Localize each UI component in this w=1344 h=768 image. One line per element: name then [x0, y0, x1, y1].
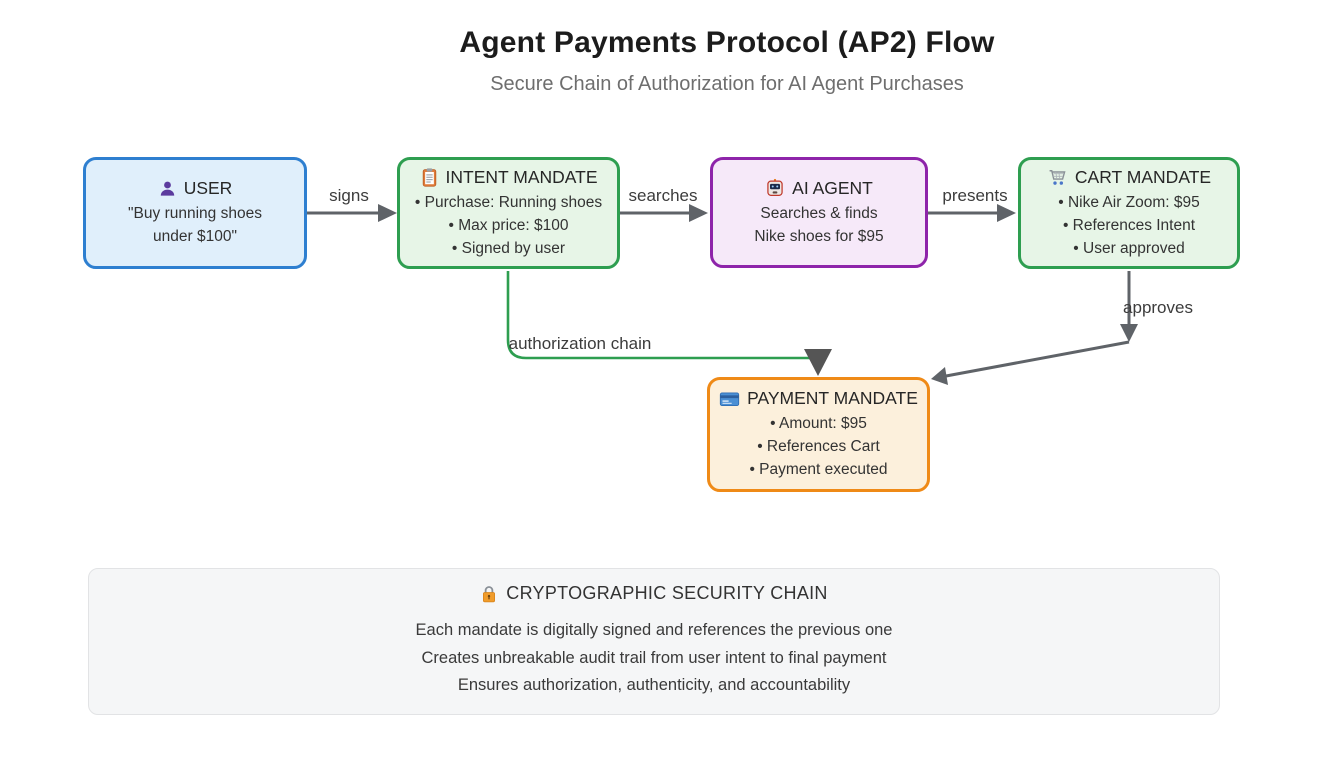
clipboard-icon	[420, 167, 439, 188]
arrowhead-cart-down	[1120, 324, 1138, 342]
node-intent-title: INTENT MANDATE	[445, 166, 598, 187]
node-agent-line-2: Nike shoes for $95	[754, 227, 884, 245]
node-intent-line-1: • Purchase: Running shoes	[414, 193, 603, 211]
security-panel: CRYPTOGRAPHIC SECURITY CHAIN Each mandat…	[88, 568, 1220, 715]
security-panel-title: CRYPTOGRAPHIC SECURITY CHAIN	[506, 583, 828, 604]
lock-icon	[480, 584, 498, 604]
node-ai-agent: AI AGENT Searches & finds Nike shoes for…	[710, 157, 928, 268]
arrow-cart-to-payment	[945, 340, 1130, 378]
node-intent-line-2: • Max price: $100	[448, 216, 569, 234]
node-payment-line-2: • References Cart	[757, 438, 880, 455]
security-line-3: Ensures authorization, authenticity, and…	[457, 676, 851, 695]
edge-label-presents: presents	[942, 186, 1008, 205]
node-payment-line-3: • Payment executed	[749, 461, 888, 478]
node-cart-header: CART MANDATE	[1047, 167, 1211, 188]
node-user-header: USER	[158, 178, 233, 199]
page-subtitle: Secure Chain of Authorization for AI Age…	[490, 73, 964, 95]
node-intent-line-3: • Signed by user	[451, 239, 566, 257]
robot-icon	[765, 178, 785, 198]
node-cart-line-2: • References Intent	[1062, 216, 1196, 234]
node-agent-header: AI AGENT	[765, 178, 873, 199]
page-title: Agent Payments Protocol (AP2) Flow	[459, 26, 995, 59]
node-intent-header: INTENT MANDATE	[420, 167, 598, 188]
edge-label-searches: searches	[628, 186, 698, 205]
arrowhead-intent-to-agent	[689, 204, 708, 222]
cart-icon	[1047, 167, 1068, 187]
security-panel-header: CRYPTOGRAPHIC SECURITY CHAIN	[480, 583, 827, 604]
arrowhead-cart-to-payment	[931, 367, 948, 385]
arrowhead-user-to-intent	[378, 204, 397, 222]
node-cart-line-3: • User approved	[1073, 239, 1185, 257]
node-cart-mandate: CART MANDATE • Nike Air Zoom: $95 • Refe…	[1018, 157, 1240, 269]
node-user-line-1: "Buy running shoes	[128, 205, 262, 222]
edge-label-signs: signs	[329, 186, 369, 205]
node-agent-title: AI AGENT	[792, 177, 873, 198]
node-intent-mandate: INTENT MANDATE • Purchase: Running shoes…	[397, 157, 620, 269]
node-cart-title: CART MANDATE	[1074, 166, 1212, 187]
node-user-line-2: under $100"	[153, 228, 237, 245]
node-payment-mandate: PAYMENT MANDATE • Amount: $95 • Referenc…	[707, 377, 930, 492]
security-line-2: Creates unbreakable audit trail from use…	[421, 648, 887, 667]
arrowhead-authorization-chain	[804, 349, 832, 376]
node-payment-line-1: • Amount: $95	[770, 415, 867, 432]
user-icon	[158, 179, 177, 198]
node-payment-title: PAYMENT MANDATE	[747, 388, 918, 408]
node-cart-line-1: • Nike Air Zoom: $95	[1058, 193, 1200, 211]
edge-label-approves: approves	[1123, 298, 1193, 317]
node-user-title: USER	[183, 178, 233, 198]
security-line-1: Each mandate is digitally signed and ref…	[415, 621, 893, 640]
node-user: USER "Buy running shoes under $100"	[83, 157, 307, 269]
node-agent-line-1: Searches & finds	[760, 204, 878, 222]
credit-card-icon	[719, 390, 740, 408]
line-authorization-chain	[506, 271, 812, 360]
node-payment-header: PAYMENT MANDATE	[719, 388, 918, 409]
edge-label-authorization-chain: authorization chain	[508, 334, 652, 353]
arrowhead-agent-to-cart	[997, 204, 1016, 222]
